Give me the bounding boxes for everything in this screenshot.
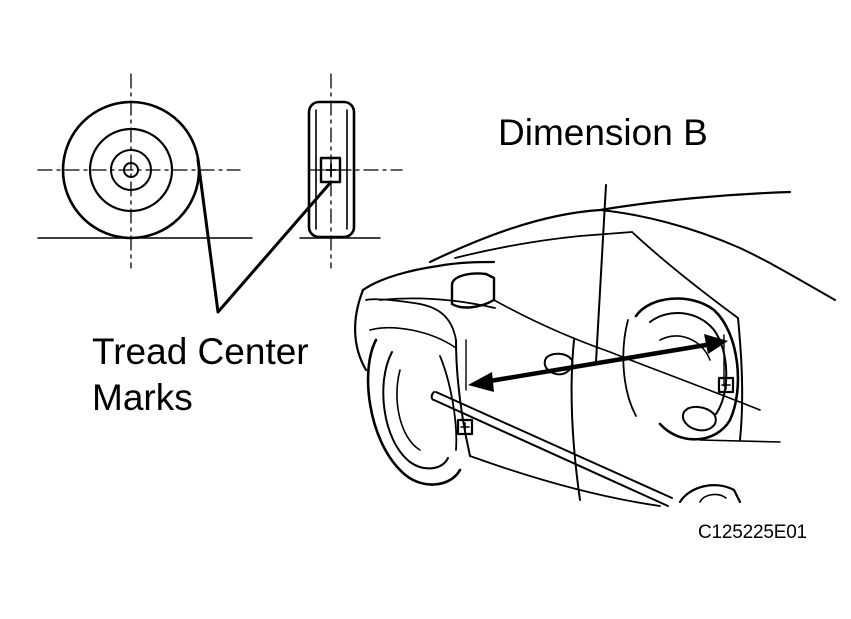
rear-tread-mark-icon — [717, 376, 735, 394]
rear-tire-outline — [634, 297, 740, 441]
front-tire-inner — [382, 351, 449, 470]
tread-leader-lines — [196, 158, 333, 314]
front-door-handle-icon — [543, 352, 574, 376]
dimension-b-label: Dimension B — [498, 112, 708, 153]
rear-door-handle-icon — [682, 406, 717, 432]
tread-leader-line — [196, 158, 333, 314]
dimension-b-arrowhead-left-icon — [468, 372, 494, 392]
tread-center-marks-label: Tread Center Marks — [92, 329, 309, 421]
tire-axle-circle — [123, 162, 139, 178]
dimension-b-arrowhead-right-icon — [704, 334, 728, 354]
car-hood-line — [361, 260, 496, 292]
tire-hub-circle — [110, 149, 152, 191]
side-molding-bottom — [433, 399, 669, 507]
dimension-b-leader-line — [595, 184, 607, 363]
rear-wheel-arch — [622, 319, 637, 417]
side-molding-top — [435, 391, 673, 499]
front-wheel-arch-inner — [439, 355, 458, 451]
tread-center-marks-line1: Tread Center — [92, 331, 309, 372]
car-front-door-edge — [455, 339, 471, 457]
dimension-b-arrow — [468, 184, 728, 392]
car-belt-line — [493, 299, 611, 353]
tire-tread-view — [307, 73, 403, 269]
front-tread-mark-icon — [456, 418, 474, 436]
car-front-window-top — [454, 231, 633, 259]
front-wheel-rim — [396, 369, 421, 451]
front-tire-outline — [366, 338, 462, 486]
car-door-gap — [570, 339, 581, 501]
dimension-b-arrow-shaft — [481, 341, 715, 385]
rear-tire-inner — [649, 311, 728, 415]
rear-wheel-rim — [659, 335, 711, 361]
car-drawing — [354, 190, 836, 507]
car-rear-lower-line — [699, 439, 781, 443]
car-rear-quarter-edge — [737, 317, 744, 441]
car-fender-top — [365, 298, 457, 341]
tire-rim-circle — [88, 127, 174, 213]
side-mirror-icon — [450, 272, 496, 309]
car-fender-arch-top — [369, 327, 457, 349]
car-b-pillar — [631, 231, 739, 319]
tire-tread-outline — [307, 100, 356, 239]
tread-center-marks-line2: Marks — [92, 377, 193, 418]
figure-code-label: C125225E01 — [698, 522, 807, 543]
car-front-bumper — [354, 288, 368, 372]
far-wheel-fragment — [678, 484, 742, 504]
car-sill-line — [469, 455, 661, 507]
car-rear-window-line — [599, 209, 836, 301]
